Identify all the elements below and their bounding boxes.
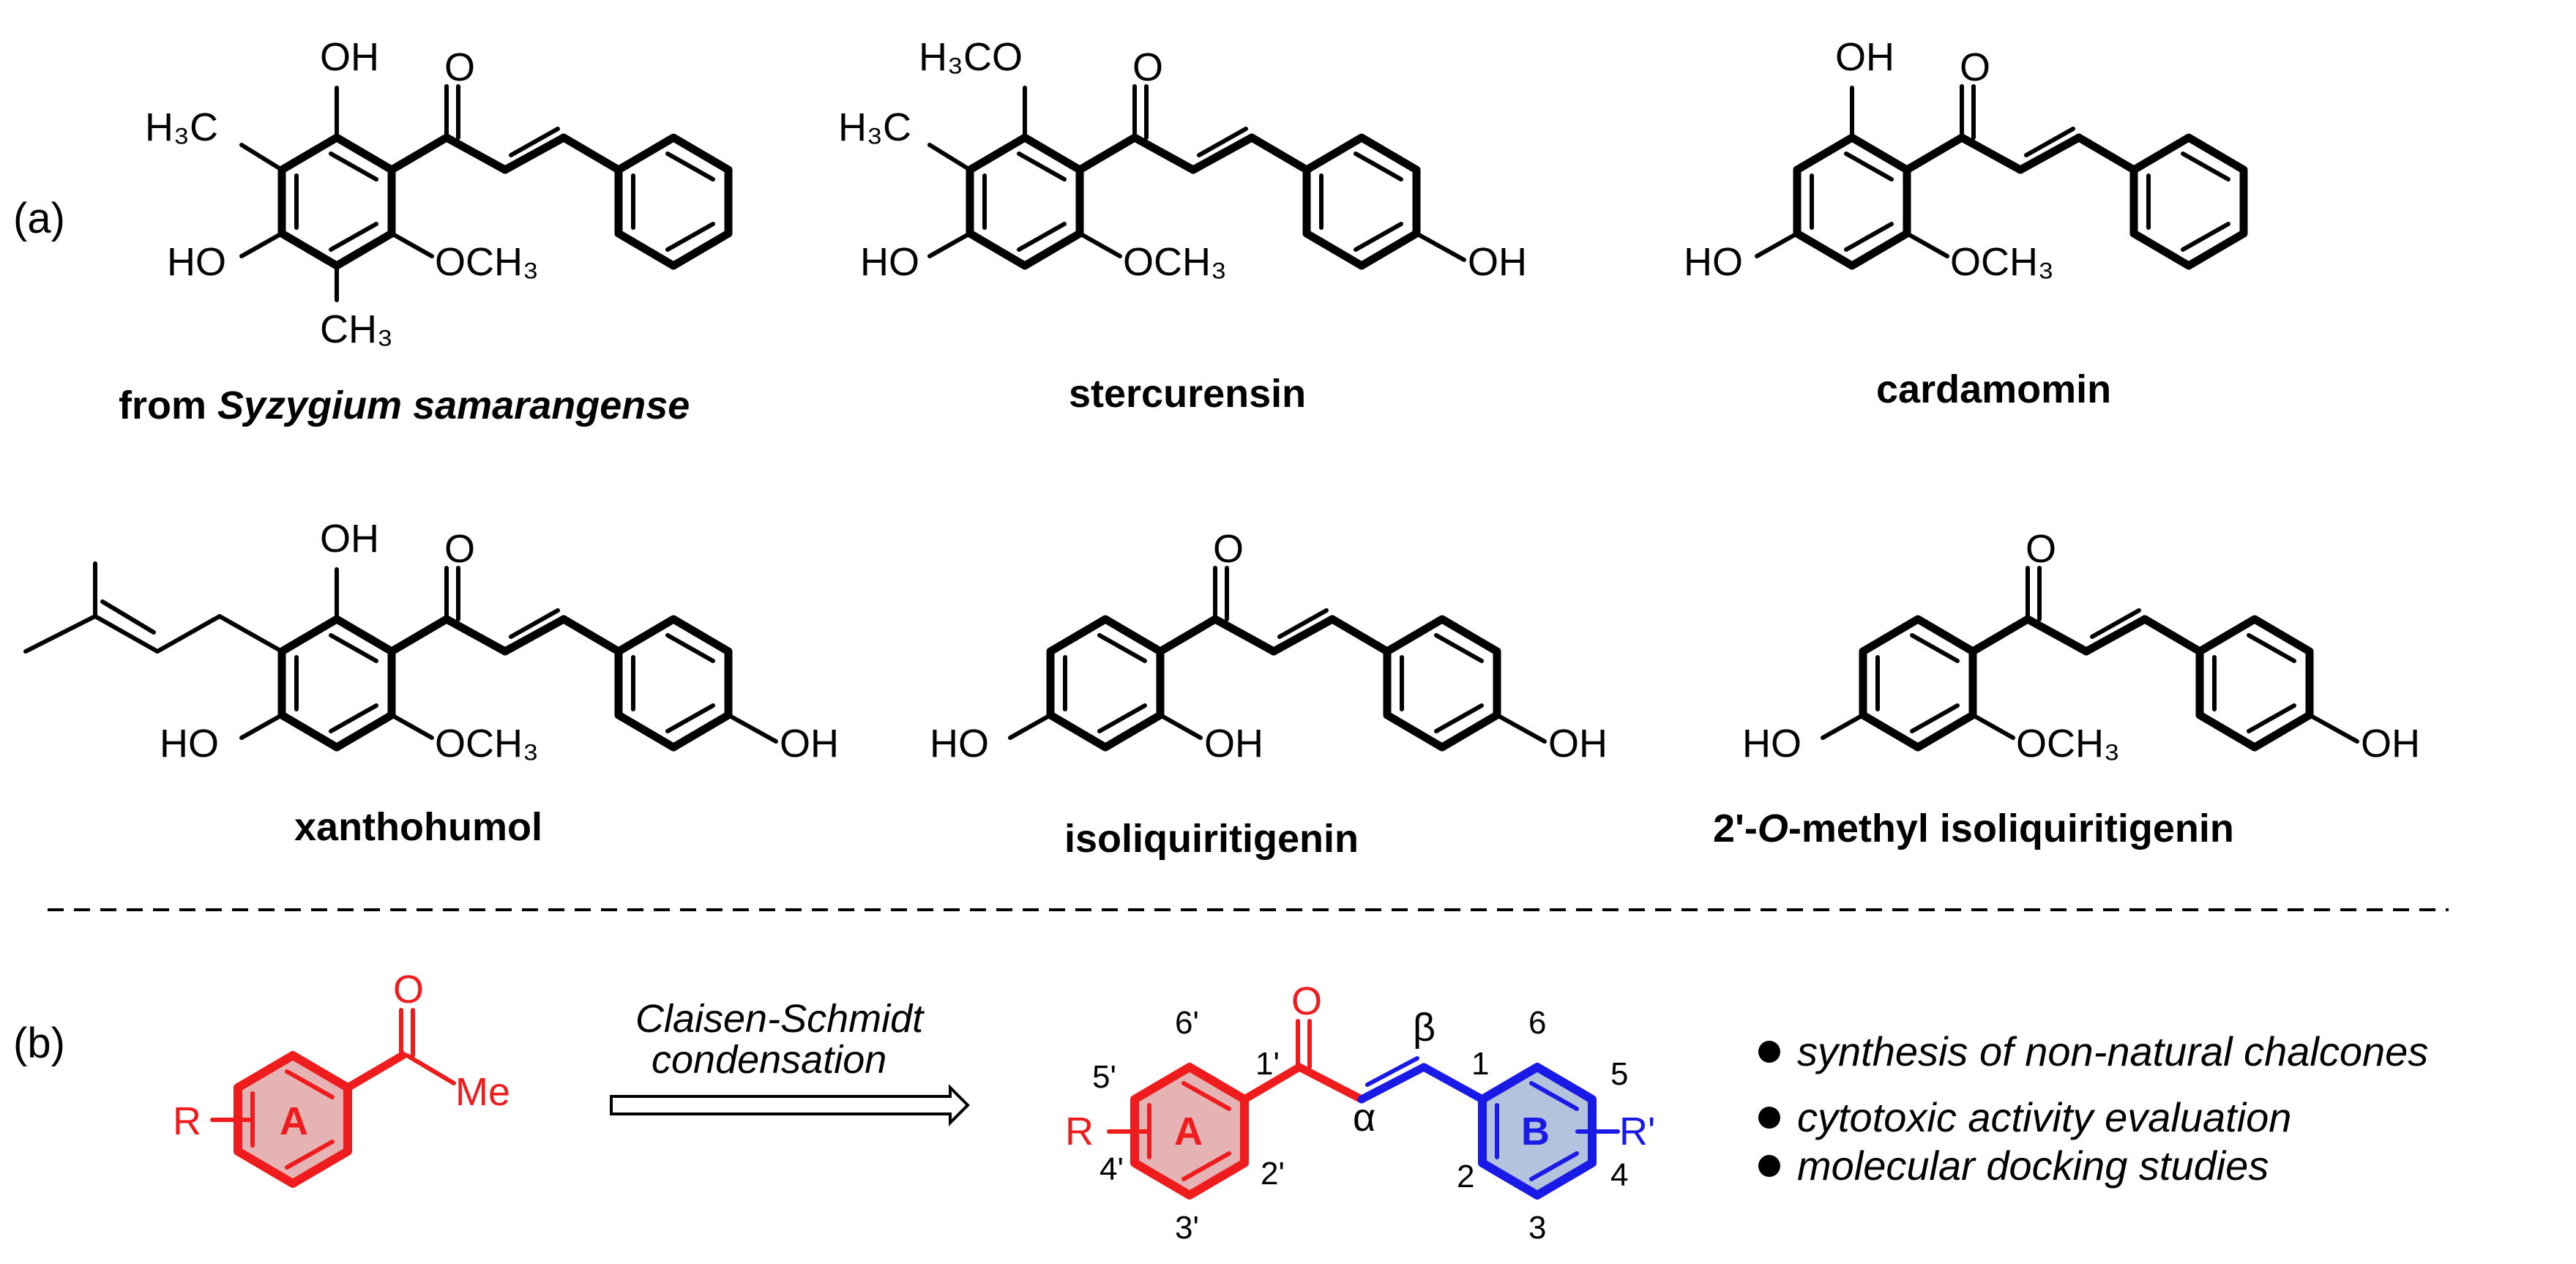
c3-hydroxyl: HO: [1684, 240, 1743, 284]
bullet-dot-3: [1758, 1155, 1780, 1177]
c4-ortho-oh: OH: [320, 517, 379, 561]
arrow-label-line2: condensation: [652, 1038, 886, 1082]
c1-methyl-bottom: CH₃: [320, 307, 393, 351]
bullet-3: molecular docking studies: [1797, 1143, 2269, 1189]
product-chalcone: [1107, 1019, 1620, 1200]
compound-xanthohumol: [23, 561, 778, 752]
product-r: R: [1065, 1110, 1094, 1153]
c4-methoxy: OCH₃: [435, 722, 539, 766]
pos-5-prime: 5': [1092, 1059, 1116, 1095]
product-r-prime: R': [1619, 1110, 1655, 1153]
panel-a-label: (a): [13, 195, 65, 242]
c2-caption: stercurensin: [1069, 372, 1306, 416]
c1-caption: from Syzygium samarangense: [119, 384, 690, 427]
c2-carbonyl-o: O: [1132, 45, 1163, 89]
compound-syzygium: [239, 84, 733, 302]
c4-carbonyl-o: O: [444, 527, 475, 571]
c1-methyl-top: H₃C: [145, 105, 218, 149]
c3-methoxy: OCH₃: [1950, 240, 2054, 284]
c5-carbonyl-o: O: [1213, 527, 1244, 571]
compound-stercurensin: [927, 84, 1466, 270]
c2-hydroxyl: HO: [860, 240, 919, 284]
c3-caption: cardamomin: [1876, 367, 2111, 411]
panel-b-label: (b): [13, 1020, 65, 1067]
c5-para-oh: OH: [1548, 722, 1608, 766]
c6-para-oh: OH: [2361, 722, 2420, 766]
c1-caption-prefix: from: [119, 384, 217, 427]
bullet-1: synthesis of non-natural chalcones: [1797, 1028, 2428, 1074]
reactant-methyl: Me: [455, 1070, 510, 1114]
product-beta: β: [1413, 1006, 1436, 1050]
reactant-acetophenone: [210, 1008, 456, 1188]
pos-6-prime: 6': [1175, 1005, 1199, 1041]
c4-hydroxyl: HO: [160, 722, 219, 766]
c1-methoxy: OCH₃: [435, 240, 539, 284]
pos-2: 2: [1457, 1159, 1474, 1194]
reaction-arrow: [610, 1084, 970, 1126]
product-carbonyl-o: O: [1291, 979, 1322, 1023]
c2-methoxy-top: H₃CO: [919, 35, 1023, 79]
pos-4: 4: [1610, 1157, 1628, 1193]
pos-3: 3: [1528, 1210, 1546, 1246]
product-alpha: α: [1353, 1096, 1375, 1140]
bullet-dot-2: [1758, 1107, 1780, 1129]
bullet-2: cytotoxic activity evaluation: [1797, 1094, 2291, 1140]
c6-caption-italic: O: [1758, 807, 1788, 850]
c1-caption-italic: Syzygium samarangense: [217, 384, 690, 427]
c5-hydroxyl-left: HO: [930, 722, 989, 766]
c6-hydroxyl: HO: [1742, 722, 1802, 766]
c1-carbonyl-o: O: [444, 45, 475, 89]
pos-6: 6: [1528, 1005, 1546, 1041]
c6-caption: 2'-O-methyl isoliquiritigenin: [1713, 807, 2234, 850]
c3-ortho-oh: OH: [1835, 35, 1894, 79]
c6-carbonyl-o: O: [2026, 527, 2056, 571]
pos-2-prime: 2': [1261, 1156, 1285, 1192]
c4-caption: xanthohumol: [294, 805, 542, 849]
pos-1: 1: [1471, 1046, 1489, 1082]
compound-isoliquiritigenin: [1008, 566, 1547, 752]
c2-para-oh: OH: [1468, 240, 1527, 284]
c1-ortho-oh: OH: [320, 35, 379, 79]
c6-caption-prefix: 2'-: [1713, 807, 1758, 850]
reactant-r: R: [173, 1099, 201, 1143]
c4-para-oh: OH: [780, 722, 839, 766]
pos-3-prime: 3': [1175, 1210, 1199, 1246]
arrow-label-line1: Claisen-Schmidt: [635, 997, 925, 1041]
c5-hydroxyl-ortho: OH: [1204, 722, 1263, 766]
c5-caption: isoliquiritigenin: [1064, 817, 1359, 861]
reactant-ring-label: A: [280, 1099, 308, 1143]
c6-caption-suffix: -methyl isoliquiritigenin: [1788, 807, 2234, 850]
bullet-dot-1: [1758, 1041, 1780, 1063]
c2-methyl: H₃C: [838, 105, 911, 149]
product-ring-a-label: A: [1174, 1110, 1203, 1153]
c3-carbonyl-o: O: [1960, 45, 1990, 89]
bullet-list: synthesis of non-natural chalcones cytot…: [1758, 1028, 2428, 1189]
product-ring-b-label: B: [1521, 1110, 1550, 1153]
c6-methoxy: OCH₃: [2016, 722, 2120, 766]
c2-methoxy: OCH₃: [1123, 240, 1227, 284]
c1-hydroxyl: HO: [167, 240, 226, 284]
pos-5: 5: [1610, 1056, 1628, 1092]
compound-2-o-methyl-isoliquiritigenin: [1821, 566, 2359, 752]
pos-4-prime: 4': [1100, 1151, 1124, 1187]
compound-cardamomin: [1755, 84, 2248, 270]
reactant-carbonyl-o: O: [393, 968, 424, 1011]
pos-1-prime: 1': [1255, 1046, 1280, 1082]
